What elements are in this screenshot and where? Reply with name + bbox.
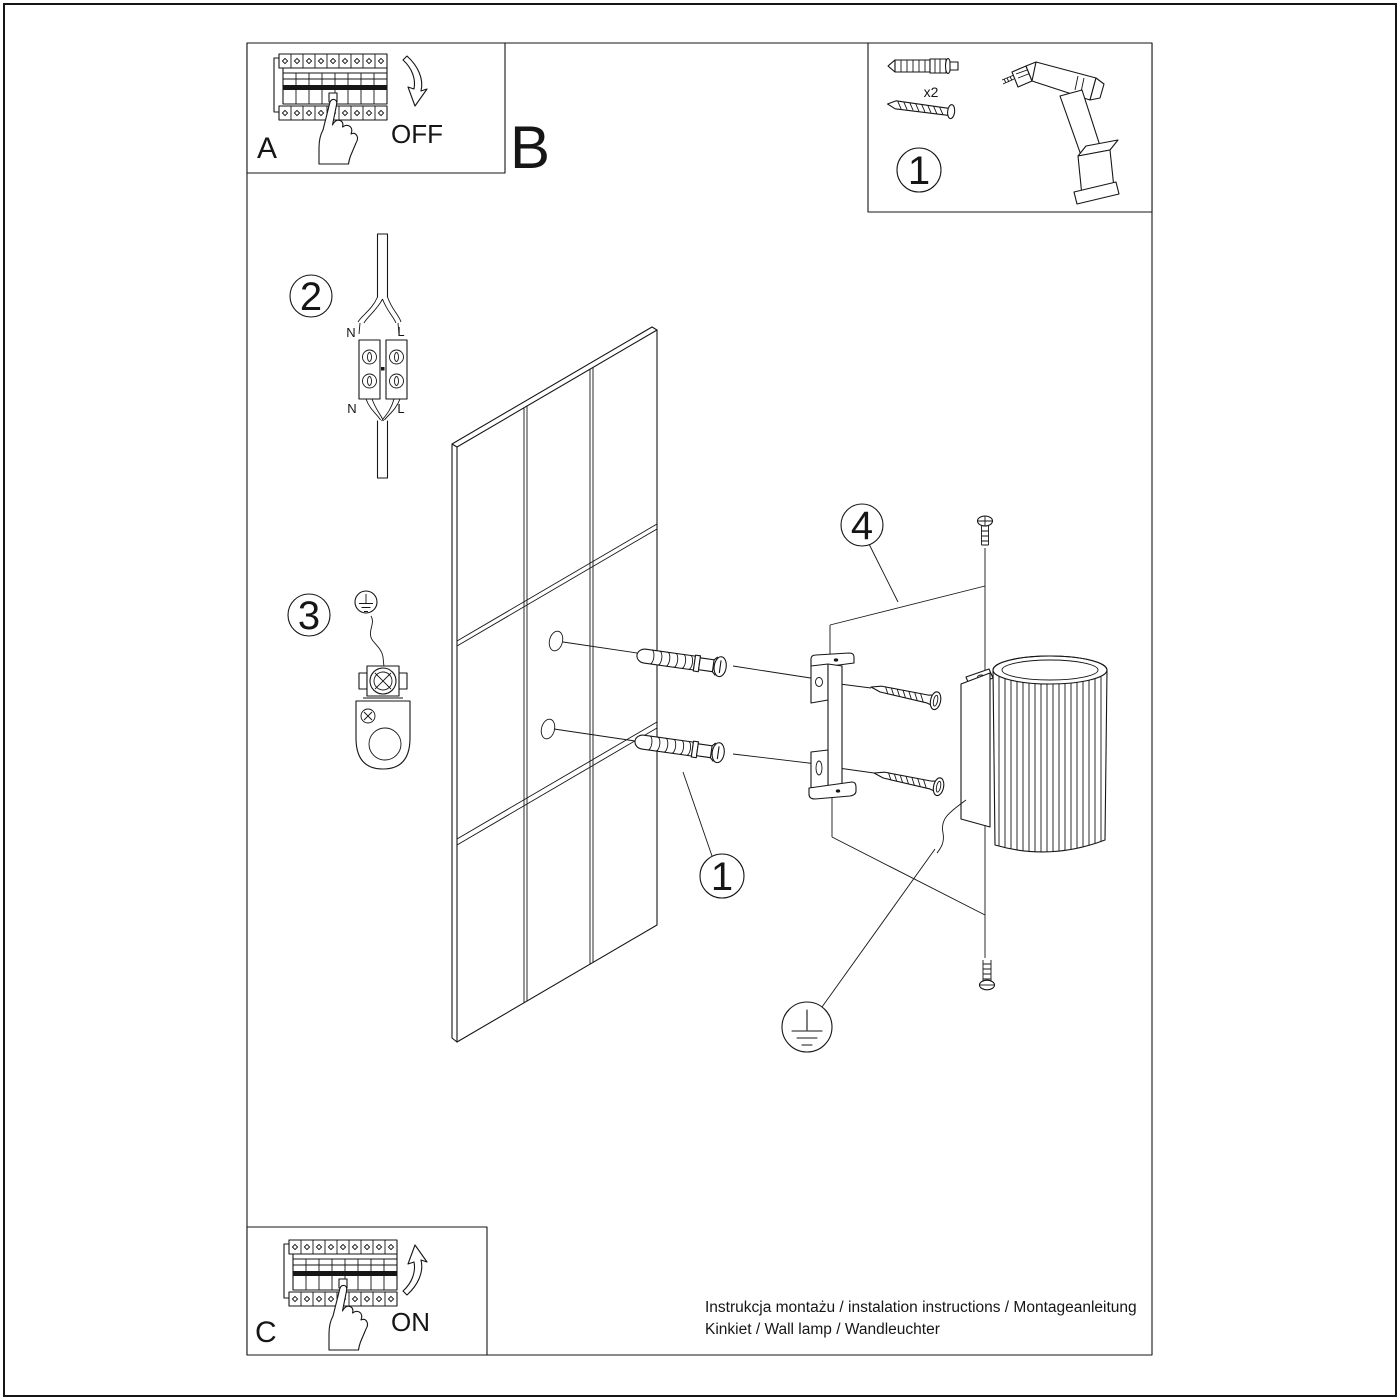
callout-step1-wall: 1 bbox=[699, 853, 745, 899]
off-arrow-icon bbox=[402, 55, 428, 107]
screw-icon bbox=[887, 100, 956, 120]
callout-toolbox-step1: 1 bbox=[896, 147, 942, 193]
label-n-in: N bbox=[346, 325, 355, 340]
lamp-backplate bbox=[960, 672, 991, 828]
toolbox-panel: x2 1 bbox=[867, 42, 1153, 213]
step1-wall-number: 1 bbox=[711, 855, 733, 899]
mounting-screw-top bbox=[870, 685, 942, 711]
wall-plug-icon bbox=[887, 57, 959, 75]
callout-step3 bbox=[287, 593, 331, 637]
step2-number: 2 bbox=[300, 275, 322, 319]
ground-symbol-small-icon bbox=[354, 590, 378, 614]
step4-number: 4 bbox=[851, 504, 873, 548]
mounting-bracket bbox=[808, 652, 857, 800]
wall-plug-bottom bbox=[634, 734, 725, 764]
footer-line2: Kinkiet / Wall lamp / Wandleuchter bbox=[705, 1321, 940, 1338]
label-n-out: N bbox=[347, 401, 356, 416]
section-c-box: C ON bbox=[246, 1226, 488, 1356]
ground-symbol-icon bbox=[781, 1001, 833, 1053]
ground-terminal-icon bbox=[355, 665, 411, 770]
footer-text: Instrukcja montażu / instalation instruc… bbox=[705, 1299, 1137, 1338]
toolbox-step-number: 1 bbox=[908, 149, 930, 193]
drill-icon bbox=[1001, 61, 1120, 205]
on-label: ON bbox=[391, 1307, 430, 1337]
step3-grounding: 3 bbox=[287, 590, 411, 770]
anchor-quantity-label: x2 bbox=[924, 84, 939, 100]
section-b-label: B bbox=[510, 114, 550, 181]
step3-number: 3 bbox=[298, 594, 320, 638]
mounting-screw-bottom bbox=[873, 771, 945, 797]
wall-tiles bbox=[451, 326, 658, 1043]
ground-wire bbox=[369, 615, 385, 668]
label-l-out: L bbox=[397, 401, 404, 416]
section-c-label: C bbox=[255, 1316, 277, 1349]
lamp-ground-wire bbox=[936, 799, 967, 854]
lamp-screw-top bbox=[976, 515, 994, 546]
drill-hole-bottom bbox=[540, 718, 556, 740]
section-a-box: A OFF bbox=[246, 42, 506, 174]
wall-lamp bbox=[936, 655, 1108, 854]
step2-wiring: 2 N L N L bbox=[289, 233, 408, 479]
terminal-block-icon bbox=[357, 233, 408, 479]
lamp-screw-bottom bbox=[978, 960, 996, 991]
off-label: OFF bbox=[391, 119, 443, 149]
drill-hole-top bbox=[548, 630, 564, 652]
callout-step2 bbox=[289, 274, 333, 318]
page-border bbox=[3, 3, 1397, 1397]
callout-step4: 4 bbox=[840, 503, 884, 548]
label-l-in: L bbox=[397, 324, 404, 339]
section-a-label: A bbox=[257, 132, 277, 165]
on-arrow-icon bbox=[402, 1244, 428, 1296]
footer-line1: Instrukcja montażu / instalation instruc… bbox=[705, 1299, 1137, 1316]
wall-plug-top bbox=[636, 648, 727, 678]
wall-mount-diagram: 1 4 bbox=[451, 326, 1108, 1053]
lamp-cylinder bbox=[992, 655, 1108, 853]
